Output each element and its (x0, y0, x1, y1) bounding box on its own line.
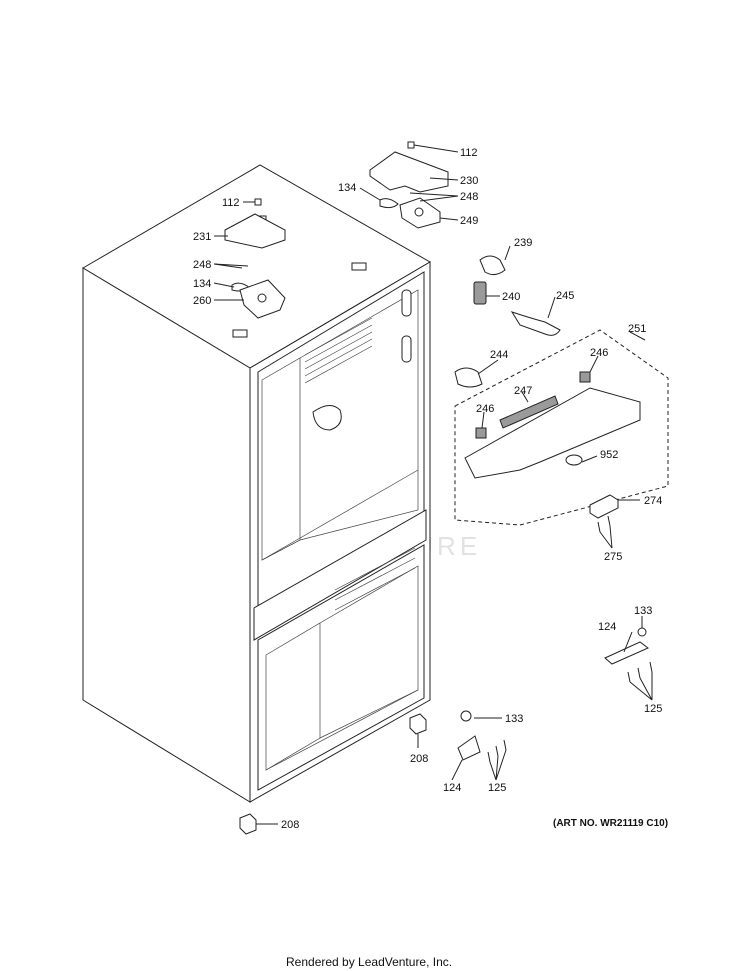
callout-251: 251 (628, 323, 646, 335)
callout-246-left: 246 (476, 403, 494, 415)
footer-credit: Rendered by LeadVenture, Inc. (286, 955, 452, 969)
lower-hinge-right (604, 627, 653, 683)
lower-hinge-center (457, 710, 507, 763)
callout-246-right: 246 (590, 347, 608, 359)
callout-133-right: 133 (634, 605, 652, 617)
callout-275: 275 (604, 551, 622, 563)
art-number: (ART NO. WR21119 C10) (553, 818, 668, 829)
callout-125-right: 125 (644, 703, 662, 715)
hinge-assembly-left (224, 198, 286, 319)
kit-251-boundary (454, 329, 669, 526)
callout-231: 231 (193, 231, 211, 243)
callout-125-center: 125 (488, 782, 506, 794)
callout-134-top: 134 (338, 182, 356, 194)
callout-952: 952 (600, 449, 618, 461)
refrigerator-cabinet (82, 164, 431, 803)
leader-lines (213, 144, 653, 825)
callout-208-right: 208 (410, 753, 428, 765)
callout-labels: 112 230 134 248 249 112 231 248 134 260 … (193, 147, 662, 831)
callout-274: 274 (644, 495, 662, 507)
control-bracket (464, 371, 641, 479)
leveling-legs (239, 713, 427, 835)
callout-247: 247 (514, 385, 532, 397)
callout-124-right: 124 (598, 621, 616, 633)
callout-134-left: 134 (193, 278, 211, 290)
callout-239: 239 (514, 237, 532, 249)
callout-248-top: 248 (460, 191, 478, 203)
callout-112-top: 112 (460, 147, 478, 159)
callout-240: 240 (502, 291, 520, 303)
wire-harnesses (454, 255, 561, 388)
callout-249: 249 (460, 215, 478, 227)
callout-230: 230 (460, 175, 478, 187)
callout-260: 260 (193, 295, 211, 307)
callout-208-left: 208 (281, 819, 299, 831)
callout-133-center: 133 (505, 713, 523, 725)
callout-124-center: 124 (443, 782, 461, 794)
callout-245: 245 (556, 290, 574, 302)
cover-274-screws-275 (589, 494, 619, 533)
hinge-assembly-right (369, 141, 449, 229)
callout-244: 244 (490, 349, 508, 361)
callout-248-left: 248 (193, 259, 211, 271)
callout-112-left: 112 (222, 197, 240, 209)
